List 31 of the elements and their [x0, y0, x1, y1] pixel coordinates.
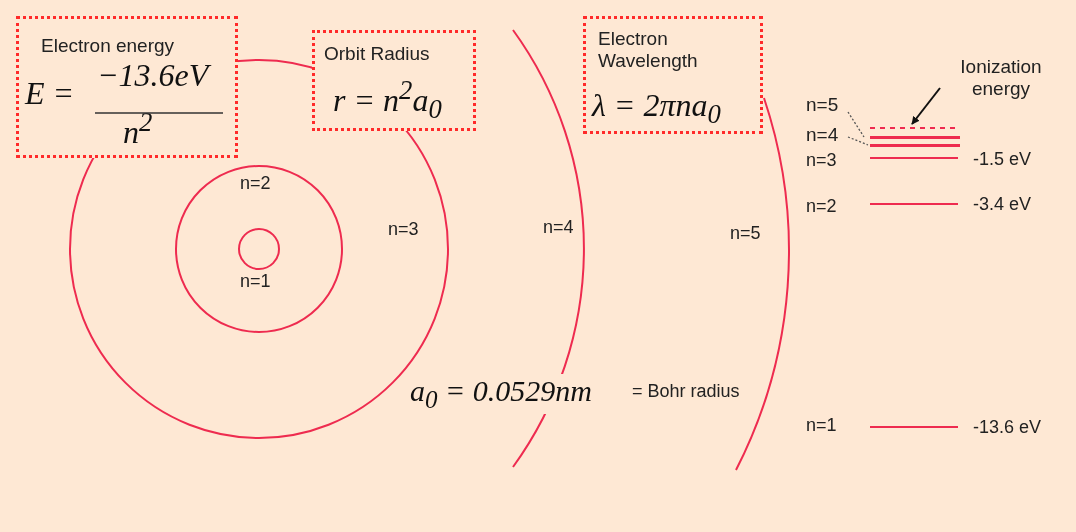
energy-level-line [870, 136, 960, 139]
orbit-label: n=4 [543, 218, 574, 238]
fraction-denominator: n$^{2}$ [123, 107, 153, 151]
formula-note: = Bohr radius [632, 382, 740, 402]
formula: E = [25, 75, 75, 112]
leader-line [847, 136, 869, 146]
level-label: n=5 [806, 94, 839, 116]
leader-line [847, 111, 865, 138]
formula: a$_{0}$ = 0.0529nm [408, 374, 594, 414]
annotation-text: Ionization energy [959, 56, 1043, 100]
formula-box [16, 16, 238, 158]
formula: r = n$^{2}$a$_{0}$ [333, 75, 442, 125]
formula-box [583, 16, 763, 134]
formula-title: Electron energy [41, 35, 175, 57]
arrow [911, 87, 941, 125]
energy-level-line [870, 144, 960, 147]
orbit-label: n=1 [240, 272, 271, 292]
formula-box [312, 30, 476, 131]
level-label: n=3 [806, 151, 837, 171]
orbit-label: n=2 [240, 174, 271, 194]
energy-value: -1.5 eV [973, 150, 1032, 170]
energy-value: -13.6 eV [973, 418, 1042, 438]
level-label: n=1 [806, 416, 837, 436]
formula-title: Electron Wavelength [598, 28, 699, 72]
level-label: n=2 [806, 197, 837, 217]
orbit-label: n=5 [730, 224, 761, 244]
energy-value: -3.4 eV [973, 195, 1032, 215]
formula-title: Orbit Radius [324, 43, 430, 65]
orbit-label: n=3 [388, 220, 419, 240]
level-label: n=4 [806, 124, 839, 146]
formula: λ = 2πna$_{0}$ [592, 87, 721, 131]
